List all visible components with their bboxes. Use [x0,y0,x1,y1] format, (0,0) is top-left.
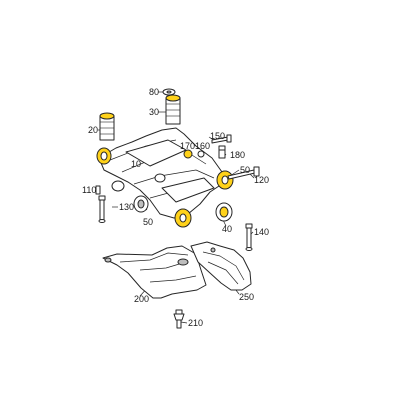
part-label-80: 80 [149,87,160,97]
washer-170 [183,149,193,159]
clip-180 [218,145,226,159]
bolt-140 [245,223,253,251]
part-label-20: 20 [88,125,99,135]
cover-250-inner [202,251,245,285]
frame-bushing-rear [174,208,192,228]
part-label-10: 10 [131,159,142,169]
part-label-40: 40 [222,224,233,234]
bolt-130 [98,195,106,223]
part-label-250: 250 [239,292,255,302]
part-label-170: 170 [180,141,196,151]
part-label-130: 130 [119,202,135,212]
mount-30 [165,94,181,125]
nut-80 [162,88,176,96]
part-label-120: 120 [254,175,270,185]
skid-plate-200-hole [177,258,189,266]
bolt-120 [227,166,260,180]
part-label-200: 200 [134,294,150,304]
part-label-160: 160 [195,141,211,151]
bushing-50-upper [216,170,234,190]
cover-250 [190,241,252,291]
skid-plate-200 [102,245,207,299]
bolt-150 [211,134,232,144]
bushing-40 [215,202,233,222]
mount-20 [99,112,115,141]
bushing-50-lower [133,195,149,213]
part-label-140: 140 [254,227,270,237]
part-label-210: 210 [188,318,204,328]
subframe-10-boss [111,180,125,192]
pin-110 [95,185,101,195]
part-label-50b: 50 [143,217,154,227]
part-label-110: 110 [82,185,97,195]
part-label-180: 180 [230,150,246,160]
washer-160 [197,150,205,158]
skid-plate-200-hole [104,257,112,263]
frame-bushing-left-core [100,151,108,161]
cover-250-hole [210,247,216,253]
subframe-10-rear-arm [161,177,215,203]
part-label-150: 150 [210,131,226,141]
part-label-50: 50 [240,165,251,175]
bolt-210 [173,309,185,329]
subframe-10-boss [154,173,166,183]
part-label-30: 30 [149,107,160,117]
